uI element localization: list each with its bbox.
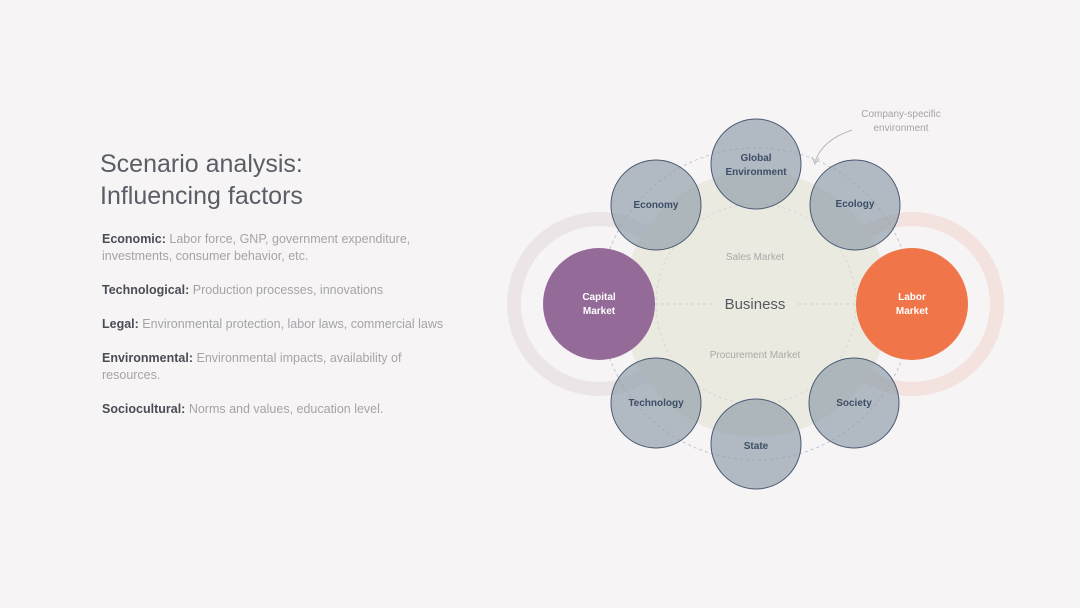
labor-market-circle — [856, 248, 968, 360]
factor-text: Environmental impacts, availability of r… — [102, 351, 402, 382]
society-label: Society — [836, 398, 872, 409]
procurement-market-label: Procurement Market — [710, 350, 801, 361]
technology-node — [610, 357, 702, 449]
annotation-arrowhead-icon — [811, 156, 820, 166]
technology-label: Technology — [628, 398, 684, 409]
factor-label: Sociocultural: — [102, 402, 186, 416]
labor-market-label-1: Labor — [898, 292, 926, 303]
capital-market-label-1: Capital — [582, 292, 616, 303]
ecology-node — [809, 159, 901, 251]
factor-economic: Economic: Labor force, GNP, government e… — [102, 231, 462, 265]
society-node — [808, 357, 900, 449]
annotation-line-1: Company-specific — [861, 109, 940, 120]
factor-label: Environmental: — [102, 351, 193, 365]
factor-text: Environmental protection, labor laws, co… — [142, 317, 444, 331]
global-environment-node — [710, 118, 802, 210]
title-line-2: Influencing factors — [100, 182, 303, 210]
business-label: Business — [725, 296, 786, 313]
title-line-1: Scenario analysis: — [100, 150, 303, 178]
factor-sociocultural: Sociocultural: Norms and values, educati… — [102, 401, 462, 418]
factor-technological: Technological: Production processes, inn… — [102, 282, 462, 299]
factor-text: Labor force, GNP, government expenditure… — [102, 232, 411, 263]
economy-node — [610, 159, 702, 251]
state-node — [710, 398, 802, 490]
factor-legal: Legal: Environmental protection, labor l… — [102, 316, 462, 333]
slide-title: Scenario analysis: Influencing factors — [100, 148, 460, 212]
state-label: State — [744, 441, 769, 452]
capital-market-circle — [543, 248, 655, 360]
factor-label: Legal: — [102, 317, 139, 331]
factor-list: Economic: Labor force, GNP, government e… — [102, 231, 462, 435]
factor-environmental: Environmental: Environmental impacts, av… — [102, 350, 462, 384]
factor-text: Production processes, innovations — [192, 283, 384, 297]
annotation-line-2: environment — [873, 123, 928, 134]
global-environment-label-1: Global — [740, 153, 771, 164]
factor-text: Norms and values, education level. — [188, 402, 384, 416]
capital-market-label-2: Market — [583, 306, 616, 317]
ecology-label: Ecology — [836, 199, 875, 210]
labor-market-label-2: Market — [896, 306, 929, 317]
global-environment-label-2: Environment — [725, 167, 787, 178]
factor-label: Technological: — [102, 283, 190, 297]
sales-market-label: Sales Market — [726, 252, 785, 263]
economy-label: Economy — [633, 200, 678, 211]
annotation-arrow — [814, 129, 853, 163]
factor-label: Economic: — [102, 232, 166, 246]
